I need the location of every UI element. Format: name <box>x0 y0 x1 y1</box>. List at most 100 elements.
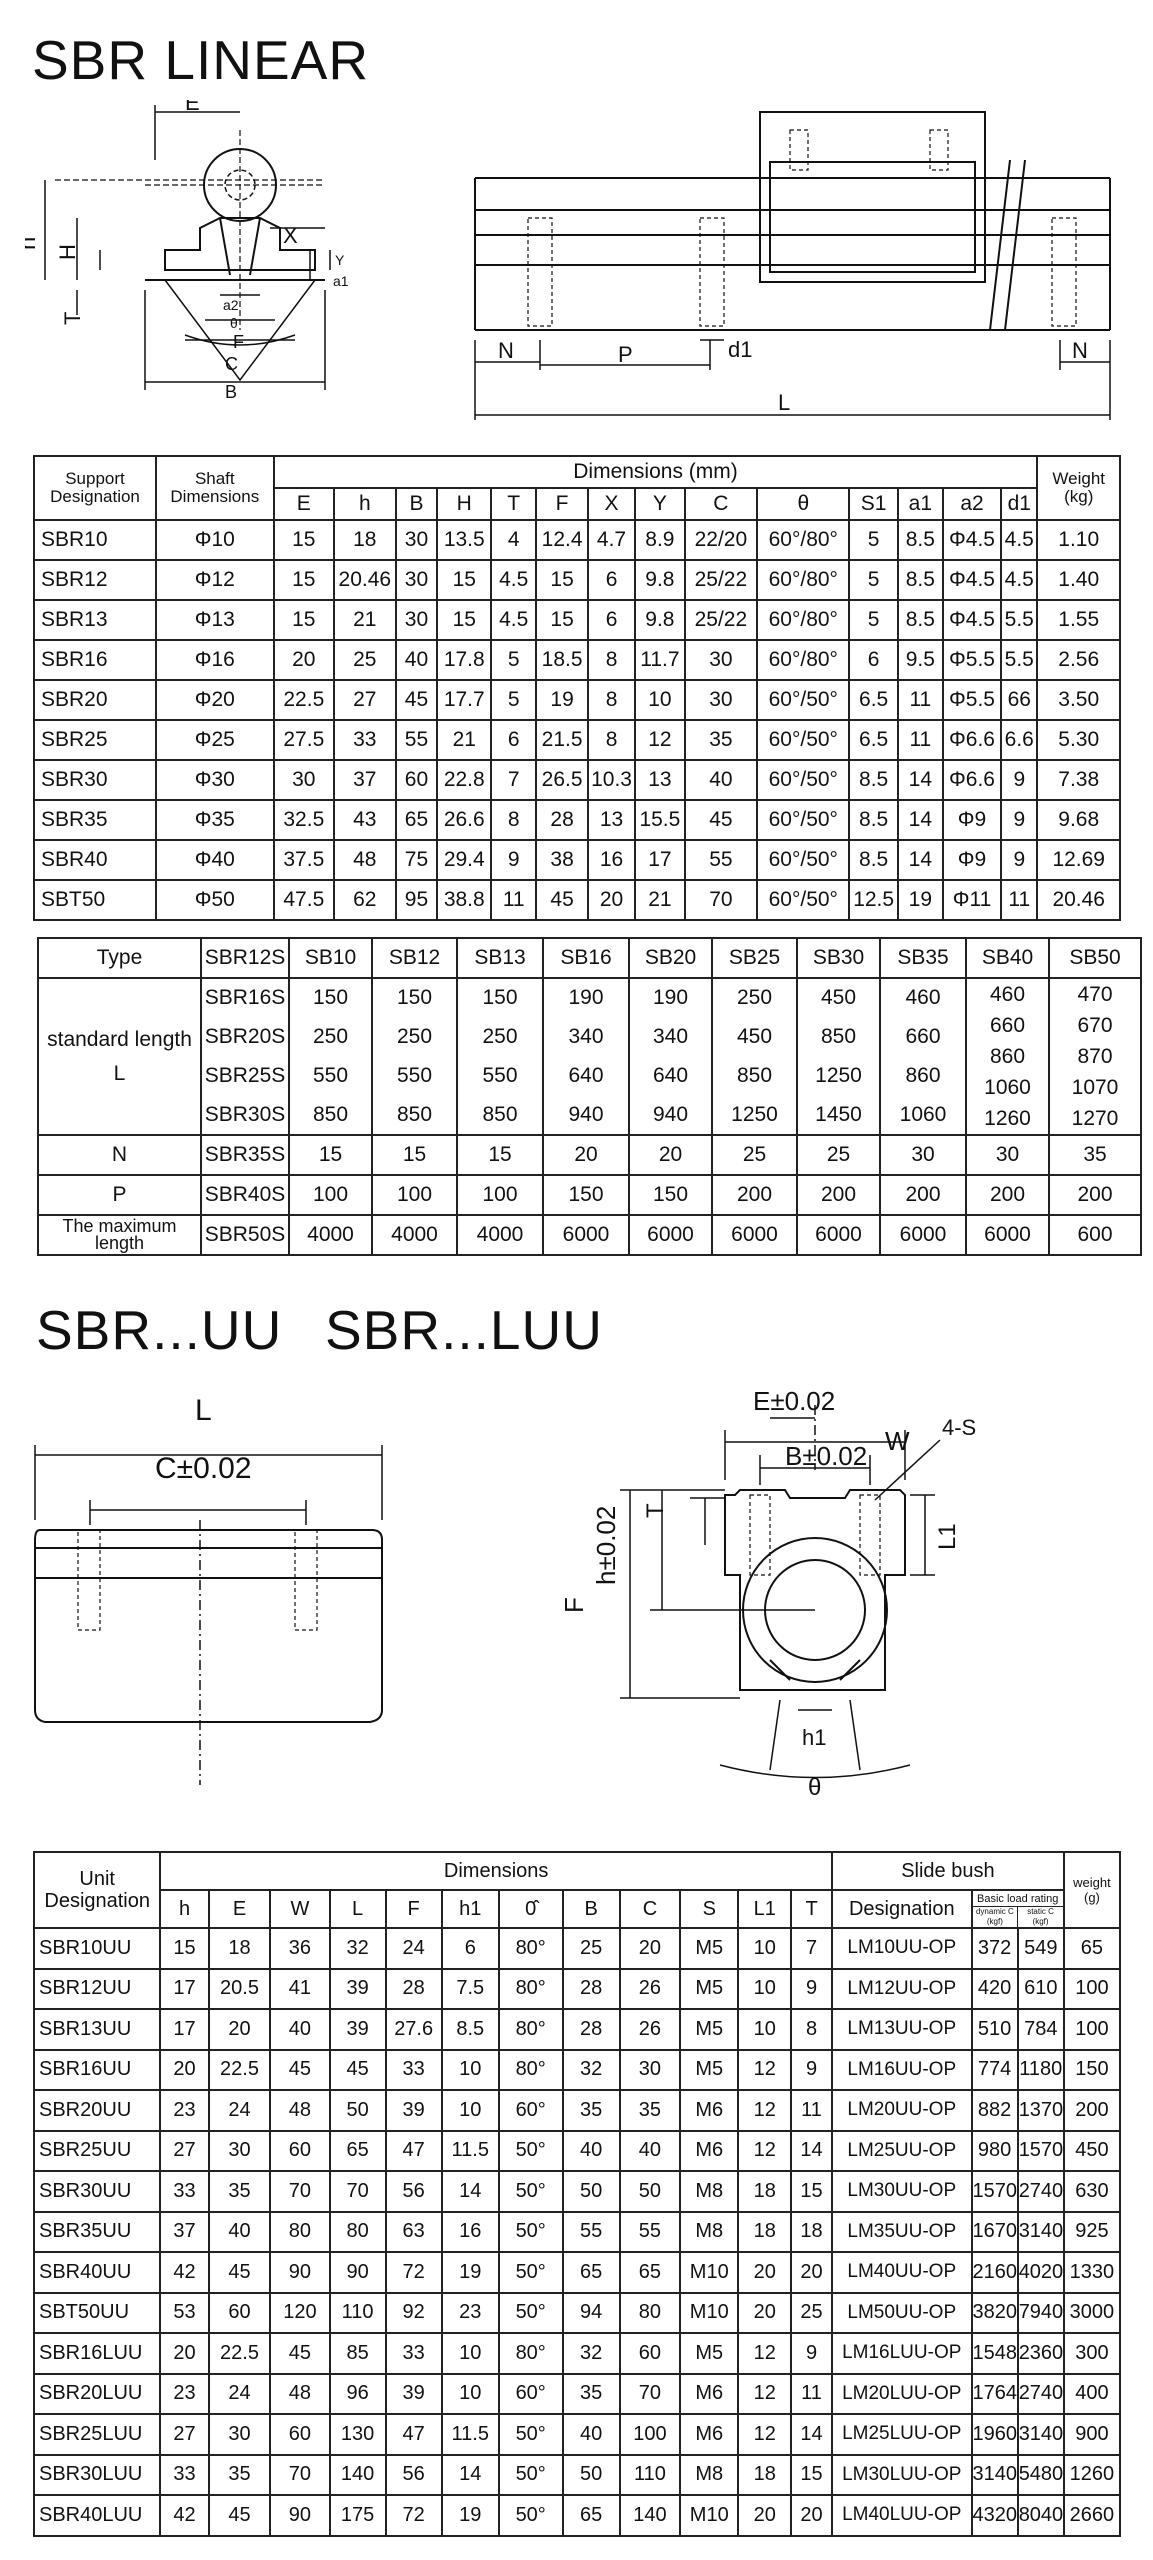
table-cell: 92 <box>384 2291 443 2334</box>
table-cell: M5 <box>679 1967 740 2010</box>
table-cell: 8.5 <box>440 2008 500 2051</box>
table-cell: M6 <box>679 2129 740 2172</box>
svg-text:h: h <box>25 237 41 250</box>
table-cell: 15 <box>790 2453 833 2496</box>
table-cell: 14 <box>790 2129 833 2172</box>
svg-text:L1: L1 <box>934 1523 961 1550</box>
table-cell: 60 <box>269 2129 331 2172</box>
length-value: 860 <box>989 1045 1026 1068</box>
table-cell: 50° <box>497 2413 564 2456</box>
table-cell: 19 <box>440 2251 500 2294</box>
table-cell: 9 <box>1000 839 1039 881</box>
column-header-SB12: SB12 <box>371 937 458 979</box>
table-cell: 35 <box>207 2453 272 2496</box>
table-cell: 12 <box>737 2372 793 2415</box>
table-cell: 1.10 <box>1036 519 1121 561</box>
table-cell: 150 <box>542 1174 630 1216</box>
table-cell: 60°/80° <box>756 559 851 601</box>
svg-text:P: P <box>618 342 633 367</box>
table-cell: 33 <box>159 2170 210 2213</box>
table-cell: SBR35UU <box>32 2210 162 2253</box>
table-cell: 4000 <box>288 1214 373 1256</box>
table-cell: SBR20 <box>33 679 157 721</box>
table-cell: 80 <box>328 2210 387 2253</box>
table-cell: 4020 <box>1016 2251 1065 2294</box>
table-cell: 17.7 <box>436 679 493 721</box>
table-cell: 12.5 <box>848 879 899 921</box>
table-cell: 3.50 <box>1036 679 1121 721</box>
table-cell: 100 <box>618 2413 682 2456</box>
table-cell: 18 <box>333 519 397 561</box>
svg-text:L: L <box>778 390 790 415</box>
table-cell: 12 <box>737 2413 793 2456</box>
table-cell: 14 <box>440 2453 500 2496</box>
table-cell: 784 <box>1016 2008 1065 2051</box>
table-cell: 90 <box>328 2251 387 2294</box>
table-cell: 450 <box>1062 2129 1122 2172</box>
table-cell: 600 <box>1048 1214 1142 1256</box>
table-cell: 7.38 <box>1036 759 1121 801</box>
table-cell: 15 <box>535 559 589 601</box>
table-cell: 150 <box>288 977 373 1018</box>
table-cell: 45 <box>683 799 759 841</box>
svg-text:Y: Y <box>335 252 345 268</box>
table-cell: SBR12UU <box>32 1967 162 2010</box>
table-cell: 70 <box>683 879 759 921</box>
table-cell: 39 <box>328 2008 387 2051</box>
table-cell: 7 <box>490 759 538 801</box>
table-cell: 10 <box>737 2008 793 2051</box>
table-cell: 20 <box>737 2291 793 2334</box>
table-cell: 27 <box>333 679 397 721</box>
column-header-SB16: SB16 <box>542 937 630 979</box>
table-cell: 50 <box>561 2170 621 2213</box>
table-cell: SBR13UU <box>32 2008 162 2051</box>
table-cell: 3140 <box>970 2453 1019 2496</box>
table-cell: 130 <box>328 2413 387 2456</box>
table-cell: 85 <box>328 2332 387 2375</box>
table-cell: 30 <box>394 519 439 561</box>
table-cell: 2360 <box>1016 2332 1065 2375</box>
table-cell: SBR16 <box>33 639 157 681</box>
table-cell: 300 <box>1062 2332 1122 2375</box>
table-cell: 47.5 <box>272 879 336 921</box>
table-cell: 3820 <box>970 2291 1019 2334</box>
table-cell: 30 <box>394 559 439 601</box>
table-cell: 5.5 <box>1000 599 1039 641</box>
table-cell: 23 <box>159 2372 210 2415</box>
table-cell: 16 <box>440 2210 500 2253</box>
table-cell: Φ11 <box>941 879 1003 921</box>
table-cell: 11 <box>896 719 944 761</box>
table-cell: 200 <box>711 1174 798 1216</box>
table-cell: LM40LUU-OP <box>830 2494 973 2537</box>
table-cell: 1250 <box>796 1056 881 1096</box>
table-cell: 33 <box>384 2048 443 2091</box>
table-cell: 7.5 <box>440 1967 500 2010</box>
standard-length-symbol: L <box>113 1061 126 1085</box>
column-header-4: F <box>384 1889 443 1929</box>
column-header-6: X <box>586 487 637 521</box>
table-cell: 6.6 <box>1000 719 1039 761</box>
table-cell: 35 <box>561 2089 621 2132</box>
table-cell: Φ20 <box>155 679 275 721</box>
table-cell: 850 <box>456 1095 544 1136</box>
table-cell: 4 <box>490 519 538 561</box>
svg-text:θ: θ <box>230 315 238 331</box>
table-cell: 60°/80° <box>756 639 851 681</box>
table-cell: SBR40UU <box>32 2251 162 2294</box>
table-cell: 9 <box>790 2048 833 2091</box>
table-cell: 8.5 <box>896 559 944 601</box>
table-cell: 80° <box>497 2048 564 2091</box>
column-header-11: a1 <box>896 487 944 521</box>
title-sbr-linear: SBR LINEAR <box>32 29 370 91</box>
table-cell: M5 <box>679 1927 740 1970</box>
svg-text:a1: a1 <box>333 273 349 289</box>
table-cell: 14 <box>440 2170 500 2213</box>
table-cell: 60 <box>394 759 439 801</box>
table-cell: 20.5 <box>207 1967 272 2010</box>
table-cell: 25 <box>796 1134 881 1176</box>
